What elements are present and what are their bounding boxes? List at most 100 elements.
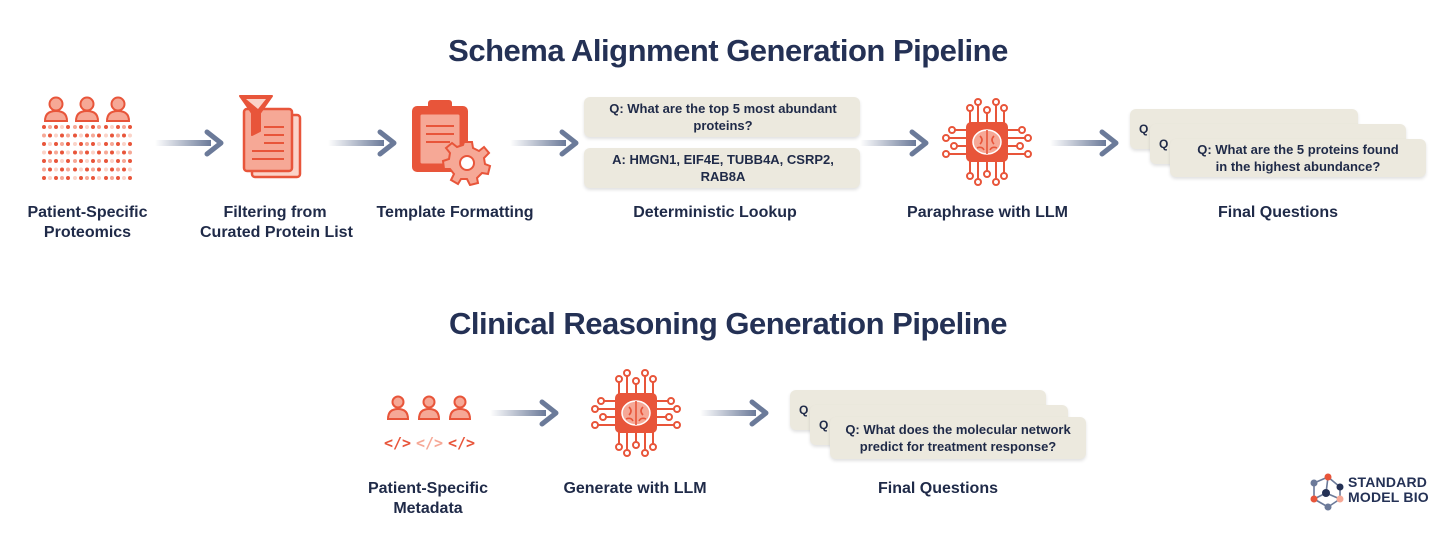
protein-dot	[66, 167, 70, 172]
protein-dot	[122, 125, 126, 129]
patient-proteomics-icon	[42, 96, 132, 180]
protein-dot	[73, 133, 77, 138]
protein-dot	[116, 142, 120, 146]
protein-dot	[110, 142, 114, 146]
protein-dot	[42, 167, 46, 172]
arrow-right-icon	[860, 129, 929, 157]
protein-dot	[104, 133, 108, 138]
protein-dot	[97, 159, 101, 163]
protein-dot	[116, 176, 120, 180]
protein-dot	[128, 142, 132, 146]
protein-dot	[116, 150, 120, 155]
protein-dot	[104, 176, 108, 180]
final-questions-label: Final Questions	[1217, 204, 1338, 221]
protein-dot	[128, 167, 132, 172]
schema-pipeline-title: Schema Alignment Generation Pipeline	[448, 33, 1008, 68]
protein-dot	[97, 142, 101, 146]
protein-dot	[54, 167, 58, 172]
protein-dot	[73, 125, 77, 129]
arrow-right-icon	[700, 399, 769, 427]
protein-dot	[104, 142, 108, 146]
protein-dot	[79, 159, 83, 163]
arrow-right-icon	[1050, 129, 1119, 157]
protein-dot	[60, 133, 64, 138]
protein-dot	[73, 150, 77, 155]
brain-chip-icon	[942, 98, 1032, 186]
protein-dot	[42, 125, 46, 129]
protein-dot	[66, 150, 70, 155]
protein-dot	[91, 150, 95, 155]
paraphrase-label: Paraphrase with LLM	[907, 204, 1068, 221]
protein-dot	[85, 142, 89, 146]
protein-dot	[97, 176, 101, 180]
protein-dot	[97, 167, 101, 172]
protein-dot	[110, 150, 114, 155]
protein-dot	[73, 167, 77, 172]
protein-dot	[42, 176, 46, 180]
protein-dot	[54, 133, 58, 138]
code-icon: </>	[448, 434, 476, 452]
protein-dot	[42, 133, 46, 138]
protein-dot	[104, 159, 108, 163]
protein-dot	[104, 150, 108, 155]
protein-dot	[128, 159, 132, 163]
protein-dot	[66, 125, 70, 129]
code-icon: </>	[416, 434, 444, 452]
protein-dot	[60, 142, 64, 146]
protein-dot	[104, 125, 108, 129]
protein-dot	[85, 133, 89, 138]
protein-dot	[116, 133, 120, 138]
code-icons-row: </> </> </>	[384, 434, 478, 454]
protein-dot	[79, 133, 83, 138]
protein-dot	[116, 167, 120, 172]
protein-dot	[66, 159, 70, 163]
protein-dot	[79, 167, 83, 172]
protein-dot	[60, 167, 64, 172]
protein-dot	[48, 167, 52, 172]
protein-dot	[54, 159, 58, 163]
protein-dot	[128, 176, 132, 180]
protein-dot	[97, 125, 101, 129]
protein-dot	[79, 176, 83, 180]
protein-dot	[91, 159, 95, 163]
filtering-label: Filtering from Curated Protein List	[200, 204, 353, 241]
protein-dot	[42, 159, 46, 163]
protein-dot	[122, 150, 126, 155]
protein-dot	[110, 167, 114, 172]
generate-label: Generate with LLM	[563, 480, 707, 497]
protein-dot	[73, 176, 77, 180]
protein-dot	[128, 150, 132, 155]
protein-dot	[73, 159, 77, 163]
protein-dot	[110, 125, 114, 129]
protein-dot	[54, 176, 58, 180]
protein-dot	[122, 142, 126, 146]
final-question-card: Q: What does the molecular network predi…	[830, 417, 1086, 459]
protein-dot	[97, 150, 101, 155]
protein-dot	[60, 176, 64, 180]
protein-dot	[122, 176, 126, 180]
protein-dot	[85, 176, 89, 180]
protein-dot	[91, 142, 95, 146]
protein-dot	[66, 133, 70, 138]
proteomics-label: Patient-Specific Proteomics	[27, 204, 148, 241]
protein-dot	[110, 133, 114, 138]
protein-dot	[60, 159, 64, 163]
protein-dot	[54, 150, 58, 155]
protein-dot	[79, 150, 83, 155]
protein-dot	[110, 159, 114, 163]
logo-text: STANDARD MODEL BIO	[1348, 474, 1429, 505]
protein-dot	[85, 150, 89, 155]
final-question-card: Q: What are the 5 proteins found in the …	[1170, 139, 1426, 177]
protein-dot	[66, 142, 70, 146]
protein-dot	[91, 176, 95, 180]
protein-dot	[54, 125, 58, 129]
protein-dot	[73, 142, 77, 146]
lookup-answer-card: A: HMGN1, EIF4E, TUBB4A, CSRP2, RAB8A	[584, 148, 860, 188]
protein-dot	[79, 142, 83, 146]
protein-dot	[48, 150, 52, 155]
template-label: Template Formatting	[376, 204, 534, 221]
protein-dot	[48, 133, 52, 138]
arrow-right-icon	[490, 399, 559, 427]
code-icon: </>	[384, 434, 412, 452]
protein-dot	[85, 159, 89, 163]
